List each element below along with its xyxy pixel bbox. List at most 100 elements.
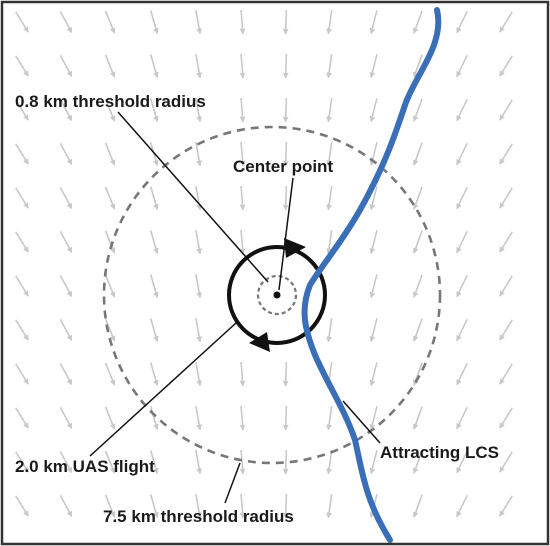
vector-arrow [15,99,29,121]
vector-arrow [239,185,246,211]
vector-arrow [15,495,29,517]
vector-arrow [59,187,73,210]
vector-arrow [282,361,289,387]
vector-field [15,9,513,519]
vector-arrow [239,493,246,519]
vector-arrow [326,405,333,431]
vector-arrow [59,495,73,518]
vector-arrow [369,186,378,211]
vector-arrow [104,274,116,298]
vector-arrow [15,55,29,77]
vector-arrow [456,142,468,166]
vector-arrow [412,54,423,78]
label-center-point: Center point [233,157,333,176]
vector-arrow [59,451,73,474]
vector-arrow [15,275,29,297]
leader-attracting-lcs [342,400,381,444]
vector-arrow [326,53,333,79]
vector-arrow [412,10,423,34]
vector-arrow [499,231,513,253]
vector-arrow [149,450,159,475]
attracting-lcs-curve [301,7,442,543]
vector-arrow [499,11,513,33]
vector-arrow [195,10,203,35]
vector-arrow [456,98,468,122]
vector-arrow [149,494,159,519]
vector-arrow [15,363,29,385]
vector-arrow [195,450,203,475]
vector-arrow [59,275,73,298]
vector-arrow [326,493,333,519]
arrowhead-bottom-icon [249,332,270,352]
vector-arrow [149,98,159,123]
vector-arrow [59,319,73,342]
vector-arrow [59,363,73,386]
vector-arrow [104,362,116,386]
vector-arrow [369,362,378,387]
vector-arrow [456,186,468,210]
vector-arrow [195,54,203,79]
label-attracting-lcs: Attracting LCS [380,443,499,462]
vector-arrow [326,185,333,211]
vector-arrow [456,362,468,386]
vector-arrow [282,185,289,211]
vector-arrow [239,405,246,431]
vector-arrow [282,53,289,79]
vector-arrow [104,450,116,474]
vector-arrow [149,186,159,211]
vector-arrow [456,494,468,518]
vector-arrow [282,449,289,475]
vector-arrow [412,318,423,342]
vector-arrow [149,406,159,431]
vector-arrow [239,449,246,475]
vector-arrow [412,186,423,210]
vector-arrow [499,363,513,385]
vector-arrow [59,407,73,430]
vector-arrow [369,318,378,343]
vector-arrow [456,54,468,78]
vector-arrow [149,230,159,255]
outer-threshold-circle [102,125,442,465]
vector-arrow [282,9,289,35]
vector-arrow [456,274,468,298]
vector-arrow [15,231,29,253]
vector-arrow [149,10,159,35]
arrowhead-top-icon [284,238,306,258]
vector-arrow [15,143,29,165]
vector-arrow [195,142,203,167]
vector-arrow [456,318,468,342]
leader-center-point [278,177,294,291]
vector-arrow [15,407,29,429]
vector-arrow [456,406,468,430]
vector-arrow [326,449,333,475]
vector-arrow [412,450,423,474]
label-outer-threshold: 7.5 km threshold radius [103,507,294,526]
vector-arrow [369,274,378,299]
vector-arrow [369,230,378,255]
vector-arrow [326,229,333,255]
vector-arrow [499,319,513,341]
vector-arrow [149,318,159,343]
vector-arrow [499,99,513,121]
vector-arrow [104,494,116,518]
vector-arrow [499,275,513,297]
vector-arrow [149,362,159,387]
vector-arrow [15,187,29,209]
vector-arrow [282,141,289,167]
vector-arrow [149,54,159,79]
vector-arrow [104,230,116,254]
vector-arrow [499,407,513,429]
vector-arrow [412,98,423,122]
vector-arrow [282,405,289,431]
vector-arrow [15,451,29,473]
vector-arrow [59,11,73,34]
vector-arrow [369,450,378,475]
vector-arrow [499,143,513,165]
vector-arrow [412,142,423,166]
vector-arrow [369,142,378,167]
vector-arrow [195,406,203,431]
vector-arrow [239,361,246,387]
vector-arrow [326,141,333,167]
